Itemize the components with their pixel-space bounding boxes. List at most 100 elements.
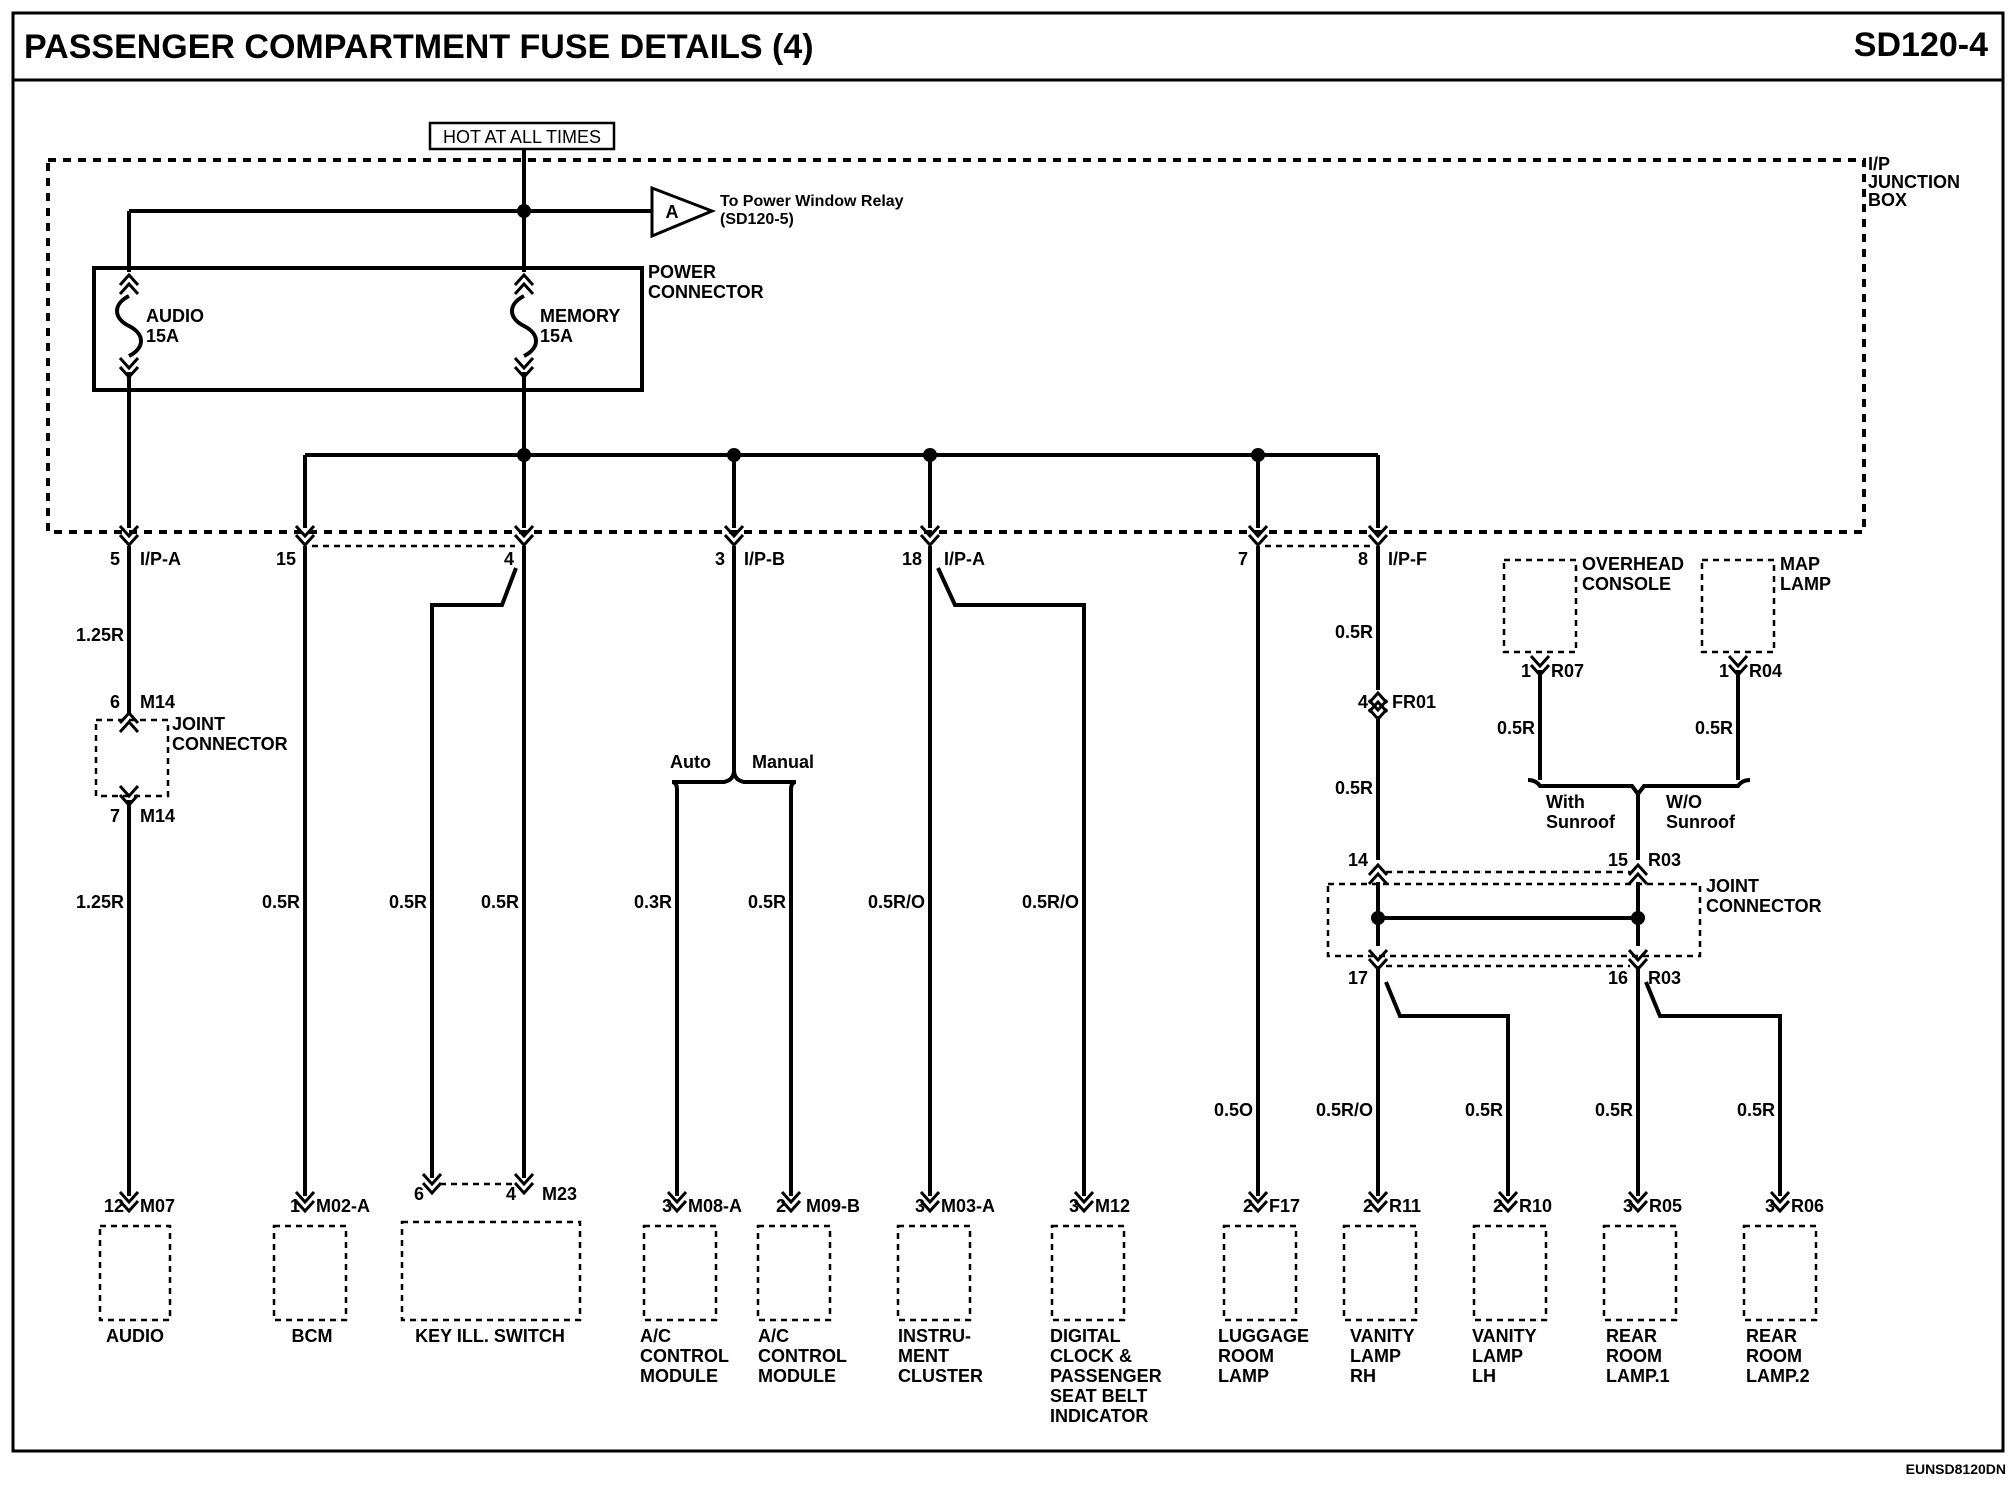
branch-auto-label: Auto: [670, 752, 711, 772]
pin-7: 7: [1238, 549, 1248, 569]
component-ac-control-auto: [642, 1190, 718, 1322]
wire-label: 0.5R: [389, 892, 427, 912]
wire-labels: 1.25R 1.25R 0.5R 0.5R 0.5R 0.3R 0.5R 0.5…: [76, 622, 1775, 1120]
joint-connector-m14: [94, 711, 170, 807]
component-digital-clock: [1050, 1190, 1126, 1322]
joint-connector-r03: [1326, 863, 1702, 971]
pin-r03-14: 14: [1348, 850, 1368, 870]
overhead-console-label: OVERHEAD CONSOLE: [1582, 554, 1689, 594]
wire-label: 0.5R: [1335, 778, 1373, 798]
component-ac-control-manual: [756, 1190, 832, 1322]
wire-label: 0.5R: [1497, 718, 1535, 738]
component-bcm: [272, 1190, 348, 1322]
component-digital-clock-label: DIGITAL CLOCK & PASSENGER SEAT BELT INDI…: [1050, 1326, 1167, 1426]
junction-box-label: I/P JUNCTION BOX: [1868, 154, 1965, 210]
component-key-ill-switch: [400, 1172, 582, 1322]
component-vanity-lamp-rh: [1342, 1190, 1418, 1322]
figure-code: EUNSD8120DN: [1906, 1461, 2006, 1477]
component-luggage-room-lamp: [1222, 1190, 1298, 1322]
component-vanity-lamp-rh-label: VANITY LAMP RH: [1350, 1326, 1419, 1386]
branch-manual-label: Manual: [752, 752, 814, 772]
page-title: PASSENGER COMPARTMENT FUSE DETAILS (4): [24, 28, 814, 66]
component-vanity-lamp-lh: [1472, 1190, 1548, 1322]
wire-label: 0.5R: [1695, 718, 1733, 738]
component-instrument-cluster-label: INSTRU- MENT CLUSTER: [898, 1326, 983, 1386]
component-vanity-lamp-lh-label: VANITY LAMP LH: [1472, 1326, 1541, 1386]
wire-label: 0.5R: [1335, 622, 1373, 642]
component-rear-room-lamp-1: [1602, 1190, 1678, 1322]
inline-connector-fr01: [1367, 691, 1389, 721]
wire-label: 0.5R: [262, 892, 300, 912]
component-ac-control-manual-label: A/C CONTROL MODULE: [758, 1326, 852, 1386]
offpage-connector-label: To Power Window Relay (SD120-5): [720, 193, 908, 228]
fuse-audio-label: AUDIO 15A: [146, 306, 209, 346]
component-ac-control-auto-label: A/C CONTROL MODULE: [640, 1326, 734, 1386]
component-luggage-room-lamp-label: LUGGAGE ROOM LAMP: [1218, 1326, 1314, 1386]
wire-label: 1.25R: [76, 625, 124, 645]
wire-label: 0.5R/O: [1022, 892, 1079, 912]
power-source-label: HOT AT ALL TIMES: [443, 127, 601, 147]
offpage-connector-letter: A: [666, 202, 679, 222]
component-instrument-cluster: [896, 1190, 972, 1322]
fuse-memory-label: MEMORY 15A: [540, 306, 625, 346]
joint-connector-m14-label: JOINT CONNECTOR: [172, 714, 288, 754]
map-lamp-box: [1700, 558, 1776, 654]
map-lamp-label: MAP LAMP: [1780, 554, 1831, 594]
component-rear-room-lamp-2: [1742, 1190, 1818, 1322]
power-wiring: [127, 149, 1380, 528]
component-audio: [98, 1190, 172, 1322]
pin-4: 4: [504, 549, 514, 569]
joint-connector-r03-label: JOINT CONNECTOR: [1706, 876, 1822, 916]
component-bcm-label: BCM: [292, 1326, 333, 1346]
pin-15: 15: [276, 549, 296, 569]
component-key-ill-switch-label: KEY ILL. SWITCH: [415, 1326, 565, 1346]
power-connector-box: [92, 266, 644, 392]
wire-label: 0.5R: [1465, 1100, 1503, 1120]
wire-label: 1.25R: [76, 892, 124, 912]
component-rear-room-lamp-2-label: REAR ROOM LAMP.2: [1746, 1326, 1810, 1386]
wire-label: 0.5R: [748, 892, 786, 912]
junction-box-connectors: [118, 524, 1389, 548]
page-frame: [11, 11, 2005, 1453]
overhead-console-box: [1502, 558, 1578, 654]
wire-label: 0.5R/O: [1316, 1100, 1373, 1120]
wire-label: 0.3R: [634, 892, 672, 912]
pin-r03-17: 17: [1348, 968, 1368, 988]
branch-wiring: [127, 546, 1782, 1196]
wire-label: 0.5R: [1595, 1100, 1633, 1120]
power-source-box: [428, 121, 616, 151]
wire-label: 0.5R: [481, 892, 519, 912]
wire-label: 0.5O: [1214, 1100, 1253, 1120]
wire-label: 0.5R/O: [868, 892, 925, 912]
wo-sunroof-label: W/O Sunroof: [1666, 792, 1736, 832]
fuse-audio: [115, 273, 143, 379]
component-audio-label: AUDIO: [106, 1326, 164, 1346]
power-connector-label: POWER CONNECTOR: [648, 262, 764, 302]
with-sunroof-label: With Sunroof: [1546, 792, 1616, 832]
page-code: SD120-4: [1854, 26, 1988, 64]
wire-label: 0.5R: [1737, 1100, 1775, 1120]
component-rear-room-lamp-1-label: REAR ROOM LAMP.1: [1606, 1326, 1670, 1386]
